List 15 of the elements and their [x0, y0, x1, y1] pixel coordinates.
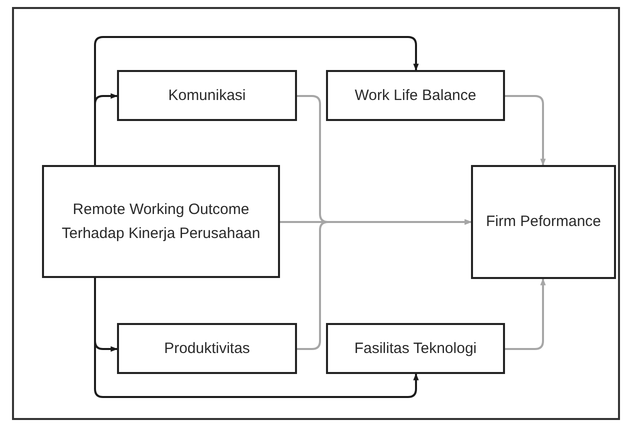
process-box: [117, 323, 297, 374]
box-label: Remote Working Outcome Terhadap Kinerja Perusahaan: [60, 200, 262, 244]
arrow: [505, 278, 546, 350]
box-label: Work Life Balance: [354, 86, 476, 106]
process-box: [326, 70, 505, 121]
box-label: Komunikasi: [168, 86, 246, 106]
process-box: [471, 165, 616, 279]
box-label: Fasilitas Teknologi: [354, 338, 477, 358]
box-label: Firm Peformance: [486, 212, 602, 232]
box-label: Produktivitas: [164, 338, 250, 358]
process-box: [42, 165, 280, 278]
process-box: [117, 70, 297, 121]
arrow: [297, 219, 472, 350]
arrow: [505, 95, 546, 166]
process-box: [326, 323, 505, 374]
